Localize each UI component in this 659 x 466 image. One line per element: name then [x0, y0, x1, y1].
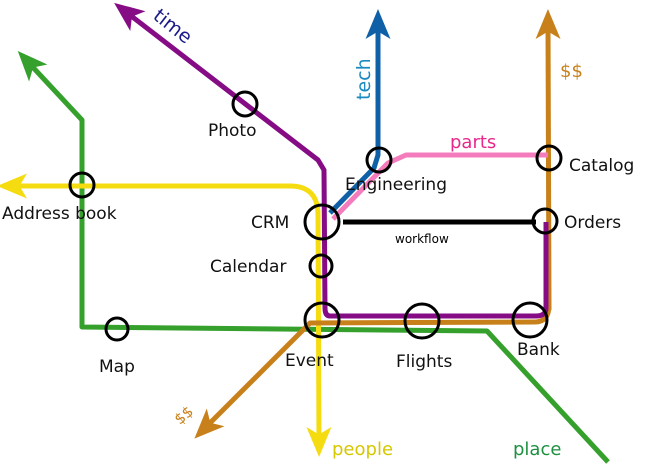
- station-label-photo: Photo: [208, 121, 257, 141]
- label-money-up: $$: [560, 61, 583, 82]
- label-place: place: [513, 439, 561, 460]
- people-line-left: [0, 173, 321, 216]
- people-line-down: [306, 209, 332, 457]
- place-line: [17, 51, 610, 464]
- station-label-crm: CRM: [251, 213, 289, 233]
- label-parts: parts: [450, 132, 496, 153]
- station-label-bank: Bank: [517, 340, 560, 360]
- time-line: [114, 2, 549, 319]
- station-label-map: Map: [99, 357, 135, 377]
- station-label-flights: Flights: [396, 352, 452, 372]
- station-label-catalog: Catalog: [569, 156, 634, 176]
- label-workflow: workflow: [395, 232, 449, 246]
- station-orders[interactable]: [531, 207, 559, 235]
- label-people: people: [332, 439, 393, 460]
- label-money-down: $$: [171, 402, 197, 428]
- station-crm[interactable]: [303, 203, 341, 241]
- station-bank[interactable]: [511, 301, 549, 339]
- station-flights[interactable]: [403, 302, 441, 340]
- money-line-down: [194, 304, 552, 439]
- station-label-event: Event: [285, 351, 334, 371]
- label-tech: tech: [353, 58, 375, 100]
- parts-line: [331, 152, 548, 221]
- station-catalog[interactable]: [535, 144, 563, 172]
- label-time: time: [149, 5, 196, 49]
- station-photo[interactable]: [231, 90, 259, 118]
- station-map[interactable]: [104, 316, 130, 342]
- money-line-up: [535, 9, 561, 311]
- station-engineering[interactable]: [365, 146, 393, 174]
- station-label-engineering: Engineering: [345, 175, 447, 195]
- station-address-book[interactable]: [68, 171, 96, 199]
- station-label-orders: Orders: [564, 213, 621, 233]
- station-label-address-book: Address book: [2, 204, 117, 224]
- station-calendar[interactable]: [308, 253, 334, 279]
- tech-line: [328, 9, 391, 215]
- station-label-calendar: Calendar: [210, 257, 286, 277]
- station-event[interactable]: [303, 301, 341, 339]
